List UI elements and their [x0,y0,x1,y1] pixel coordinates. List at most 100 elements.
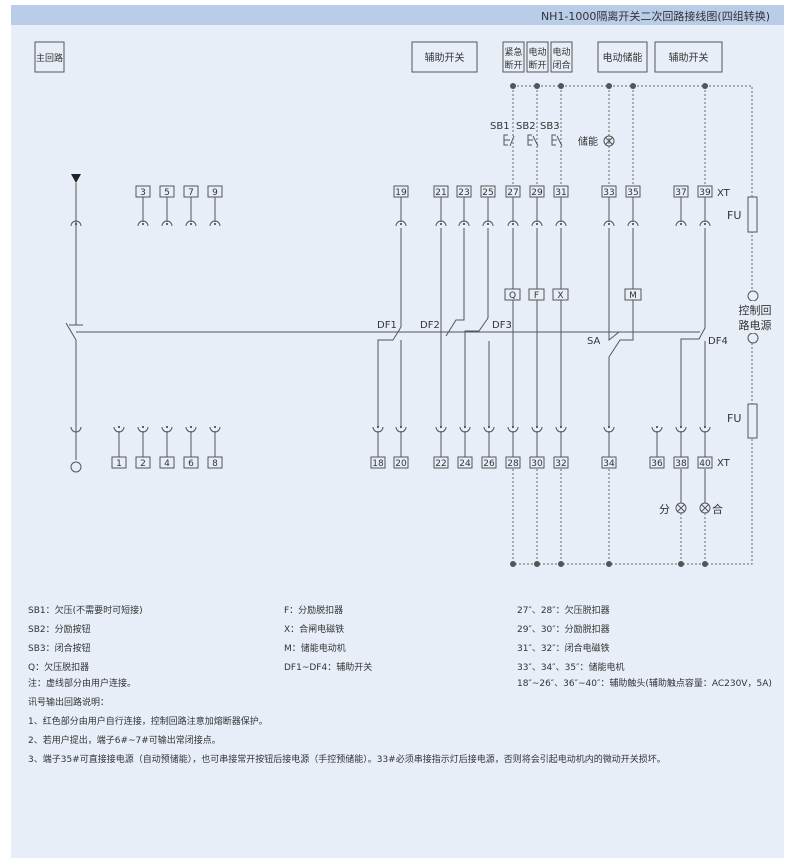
terminal-label: 36 [651,459,663,469]
contact-icon [435,220,447,227]
contact-icon [435,426,447,433]
legend-item: 27″、28″：欠压脱扣器 [517,606,610,616]
sb-labels: SB1 SB2 SB3 [490,121,560,132]
terminal-7: 7 [183,185,199,227]
svg-text:SA: SA [587,336,601,347]
junction-dots [510,83,708,567]
svg-text:辅助开关: 辅助开关 [425,51,465,64]
terminal-35: 35 [625,185,641,227]
svg-text:电动储能: 电动储能 [603,51,643,64]
legend-item: F：分励脱扣器 [284,606,344,616]
contact-icon [603,426,615,433]
terminal-40: 40 [697,426,713,469]
terminal-label: 22 [435,459,446,469]
junction-dot [558,561,564,567]
terminal-28: 28 [505,426,521,469]
contact-icon [675,426,687,433]
terminal-27: 27 [505,185,521,227]
contact-icon [395,220,407,227]
svg-text:电动: 电动 [528,46,546,58]
legend-item: 31″、32″：闭合电磁铁 [517,644,610,654]
terminal-label: 31 [555,188,566,198]
legend-col-3: 27″、28″：欠压脱扣器 29″、30″：分励脱扣器 31″、32″：闭合电磁… [517,602,772,694]
arrow-icon [71,174,81,183]
contact-icon [555,426,567,433]
svg-text:断开: 断开 [528,59,546,71]
title-bar: NH1-1000隔离开关二次回路接线图(四组转换) [11,5,784,25]
control-power-label: 控制回 [739,303,772,317]
terminal-label: 34 [603,459,615,469]
svg-text:主回路: 主回路 [36,52,63,64]
legend-col-2: F：分励脱扣器 X：合闸电磁铁 M：储能电动机 DF1~DF4：辅助开关 [284,602,372,678]
terminal-label: 30 [531,459,543,469]
contact-icon [531,426,543,433]
terminal-8: 8 [207,426,223,469]
terminal-label: 40 [699,459,711,469]
control-power-terminal-icon [747,290,759,302]
terminal-label: 28 [507,459,519,469]
diagram-title: NH1-1000隔离开关二次回路接线图(四组转换) [540,10,770,23]
terminal-label: 4 [164,459,170,469]
junction-dot [702,561,708,567]
terminal-label: 2 [140,459,146,469]
svg-text:紧急: 紧急 [504,46,522,58]
terminal-label: 18 [372,459,384,469]
terminal-label: 9 [212,188,218,198]
open-lamp-label: 分 [659,503,670,516]
contact-icon [482,220,494,227]
fuse-top-icon [747,196,758,233]
legend-item: 29″、30″：分励脱扣器 [517,625,610,635]
terminal-29: 29 [529,185,545,227]
terminal-label: 38 [675,459,687,469]
terminal-25: 25 [480,185,496,227]
terminal-label: 7 [188,188,194,198]
control-power-label: 路电源 [739,318,772,332]
junction-dot [630,83,636,89]
terminal-label: 29 [531,188,543,198]
m-label: M [629,291,637,301]
terminal-label: 37 [675,188,686,198]
sb2-button-icon [527,134,539,147]
contact-icon [137,426,149,433]
contact-icon [699,426,711,433]
terminal-36: 36 [649,426,665,469]
terminal-5: 5 [159,185,175,227]
sb3-label: SB3 [540,121,560,132]
svg-text:闭合: 闭合 [552,59,570,71]
contact-icon [185,220,197,227]
terminal-22: 22 [433,426,449,469]
svg-text:DF2: DF2 [420,320,440,331]
contact-icon [555,220,567,227]
contact-icon [372,426,384,433]
legend-item: 18″~26″、36″~40″：辅助触头(辅助触点容量：AC230V，5A) [517,679,772,689]
legend-item: SB1：欠压(不需要时可短接) [28,606,143,616]
signal-note: 1、红色部分由用户自行连接，控制回路注意加熔断器保护。 [28,717,268,727]
terminal-23: 23 [456,185,472,227]
junction-dot [534,83,540,89]
close-lamp-icon [699,502,711,514]
terminal-label: 20 [395,459,407,469]
junction-dot [606,561,612,567]
aux-switch-box-left: 辅助开关 [411,41,478,73]
terminal-38: 38 [673,426,689,469]
charge-lamp-label: 储能 [578,135,598,148]
junction-dot [558,83,564,89]
close-lamp-label: 合 [712,502,723,516]
terminal-label: 33 [603,188,614,198]
contact-icon [507,426,519,433]
junction-dot [606,83,612,89]
terminal-label: 32 [555,459,566,469]
terminal-19: 19 [393,185,409,227]
junction-dot [510,561,516,567]
junction-dot [534,561,540,567]
terminal-label: 19 [395,188,407,198]
coil-boxes: Q F X M [504,288,642,301]
terminal-18: 18 [370,426,386,469]
terminal-label: 39 [699,188,711,198]
contact-icon [651,426,663,433]
terminal-label: 5 [164,188,170,198]
terminal-6: 6 [183,426,199,469]
aux-switch-box-right: 辅助开关 [654,41,723,73]
signal-note: 2、若用户提出，端子6#~7#可输出常闭接点。 [28,736,221,746]
